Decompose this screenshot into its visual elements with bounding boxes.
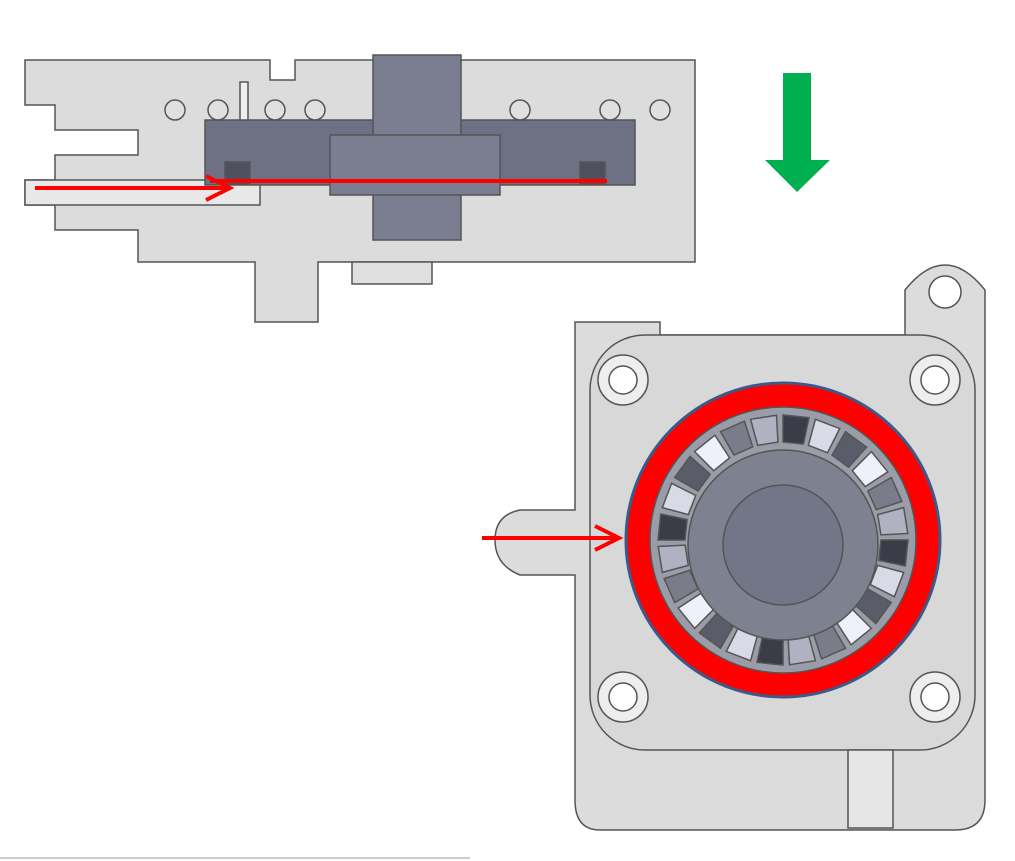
rotor-segment <box>693 434 731 472</box>
rotor-segment <box>663 569 700 604</box>
outlet-port <box>847 749 894 829</box>
top-view <box>494 264 986 831</box>
flow-arrow-top <box>482 524 624 552</box>
rotor-segment <box>749 414 779 447</box>
rotor-segment <box>661 482 697 516</box>
rotor-plate <box>329 134 501 196</box>
rotor-segment <box>782 414 810 445</box>
lower-boss <box>351 261 433 285</box>
rotor-center <box>722 484 844 606</box>
rotor-segment <box>657 513 688 541</box>
rotor-segment <box>866 476 903 511</box>
pin <box>239 81 249 121</box>
rotor-segment <box>878 539 909 567</box>
rotor-segment <box>831 430 868 469</box>
flow-arrow-section <box>35 174 607 202</box>
mounting-holes <box>597 275 962 723</box>
rotor-segments <box>657 414 909 666</box>
rotor-segment <box>807 418 841 454</box>
o-rings <box>164 99 671 121</box>
rotor-segment <box>673 455 712 492</box>
rotor-segment <box>876 506 909 536</box>
rotor-segment <box>657 544 690 574</box>
rotor-segment <box>719 420 754 457</box>
arrow-down-icon <box>765 73 830 192</box>
rotor-segment <box>851 450 889 488</box>
